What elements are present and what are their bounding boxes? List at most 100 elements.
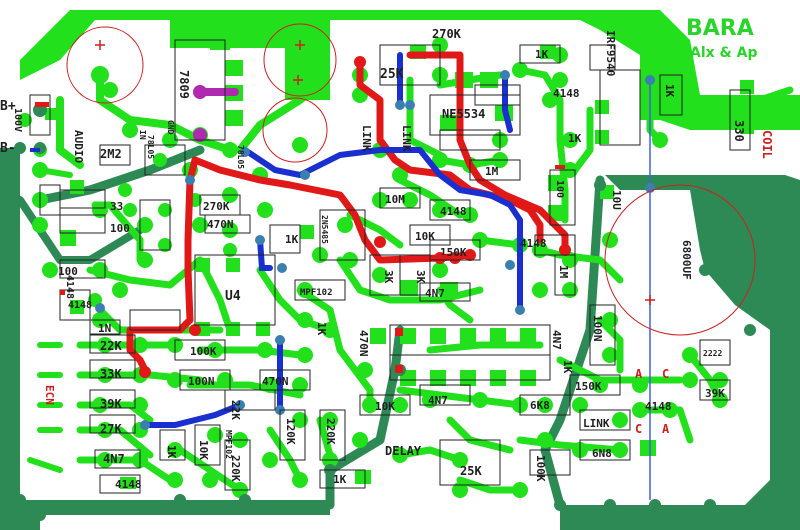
round-pads — [18, 37, 728, 498]
label-10k-b: 10K — [415, 230, 435, 243]
label-10m: 10M — [385, 193, 405, 206]
label-1k-e: 1K — [663, 84, 676, 98]
silkscreen-outlines — [29, 23, 756, 494]
label-33k: 33K — [100, 367, 122, 381]
label-10k-c: 10K — [375, 400, 395, 413]
label-22k-b: 22K — [229, 400, 242, 420]
silkscreen-labels: BARA Alx & Ap B+ B- AUDIO 100V 2M2 33 10… — [0, 16, 774, 491]
label-220k-b: 220K — [324, 418, 337, 445]
left-ground-pour — [0, 148, 40, 530]
label-c1: C — [662, 367, 669, 381]
label-100n-b: 100N — [591, 315, 604, 342]
label-link-b: LINK — [400, 125, 413, 152]
label-mpf102-a: MPF102 — [224, 430, 233, 459]
label-4n7-b: 4N7 — [425, 287, 445, 300]
label-1k-a: 1K — [285, 233, 299, 246]
label-4148-g: 4148 — [64, 275, 75, 299]
label-33: 33 — [110, 200, 123, 213]
label-7809: 7809 — [177, 70, 191, 99]
label-270k-a: 270K — [203, 200, 230, 213]
label-6n8: 6N8 — [592, 447, 612, 460]
label-4148-e: 4148 — [520, 237, 547, 250]
label-4148-c: 4148 — [553, 87, 580, 100]
label-ecn: ECN — [43, 385, 56, 405]
ground-trace-b — [325, 325, 405, 510]
label-22k-a: 22K — [100, 339, 122, 353]
label-1k-h: 1K — [561, 360, 574, 374]
label-78l05-b: 78L05 — [236, 145, 245, 169]
label-27k: 27K — [100, 422, 122, 436]
label-2222: 2222 — [703, 349, 722, 358]
label-6k8: 6K8 — [530, 399, 550, 412]
label-1k-g: 1K — [333, 473, 347, 486]
pour-cutout — [335, 25, 610, 60]
label-1m-a: 1M — [485, 165, 499, 178]
label-10k-a: 10K — [197, 440, 210, 460]
brand-subtitle: Alx & Ap — [690, 45, 757, 61]
label-3k-a: 3K — [382, 270, 395, 284]
label-irf9540: IRF9540 — [604, 30, 617, 76]
label-4148-a: 4148 — [115, 478, 142, 491]
label-gnd: GND — [166, 120, 175, 135]
label-4n7-c: 4N7 — [550, 330, 563, 350]
label-25k-a: 25K — [380, 67, 404, 82]
plus-signs — [95, 40, 655, 305]
bottom-ground-strip — [20, 500, 330, 515]
label-1m-b: 1M — [557, 265, 570, 279]
label-120k: 120K — [284, 418, 297, 445]
blue-via-rings — [95, 70, 655, 430]
label-470n-c: 470N — [357, 330, 370, 357]
label-100b: 100 — [58, 265, 78, 278]
polarity-marks — [35, 102, 565, 373]
magenta-jumpers — [193, 85, 239, 142]
label-39k: 39K — [100, 397, 122, 411]
label-1k-f: 1K — [568, 132, 582, 145]
label-1k-c: 1K — [315, 322, 328, 336]
label-4148-b: 4148 — [68, 300, 92, 311]
label-link-c: LINK — [583, 417, 610, 430]
label-2m2: 2M2 — [100, 147, 122, 161]
label-220k: 220K — [229, 455, 242, 482]
label-1n: 1N — [98, 322, 111, 335]
label-ne5534: NE5534 — [442, 107, 485, 121]
label-150k-a: 150K — [440, 246, 467, 259]
label-c2: C — [635, 422, 642, 436]
label-a1: A — [635, 367, 643, 381]
label-4148-f: 4148 — [645, 400, 672, 413]
label-coil: COIL — [760, 130, 774, 159]
label-150k-b: 150K — [575, 380, 602, 393]
label-100k-b: 100K — [534, 455, 547, 482]
label-100v: 100V — [12, 108, 23, 132]
label-330: 330 — [732, 120, 746, 142]
label-b-plus: B+ — [0, 99, 16, 114]
right-ground-pour — [560, 175, 800, 530]
label-25k-b: 25K — [460, 464, 482, 478]
ground-trace-c — [540, 175, 605, 510]
label-2n5485: 2N5485 — [320, 215, 329, 244]
label-100n-a: 100N — [188, 375, 215, 388]
label-audio: AUDIO — [72, 130, 85, 163]
label-mpf102-b: MPF102 — [300, 288, 333, 298]
label-1k-b: 1K — [165, 445, 178, 459]
label-270k-b: 270K — [432, 27, 462, 41]
label-100k-a: 100K — [190, 345, 217, 358]
label-4148-d: 4148 — [440, 205, 467, 218]
label-39k-b: 39K — [705, 387, 725, 400]
label-78l05-a: 78L05 — [146, 135, 155, 159]
label-470n-a: 470N — [207, 218, 234, 231]
label-6800uf: 6800UF — [680, 240, 693, 280]
label-u4: U4 — [225, 289, 241, 304]
label-470n-b: 470N — [262, 375, 289, 388]
label-in: IN — [138, 130, 147, 140]
label-100-b: 100 — [554, 180, 565, 198]
brand-title: BARA — [686, 16, 754, 41]
label-3k-b: 3K — [414, 270, 427, 284]
label-delay: DELAY — [385, 444, 422, 458]
ground-trace-a — [35, 145, 205, 205]
label-4n7-a: 4N7 — [103, 452, 125, 466]
label-1k-d: 1K — [535, 48, 549, 61]
label-100a: 100 — [110, 222, 130, 235]
label-a2: A — [662, 422, 670, 436]
